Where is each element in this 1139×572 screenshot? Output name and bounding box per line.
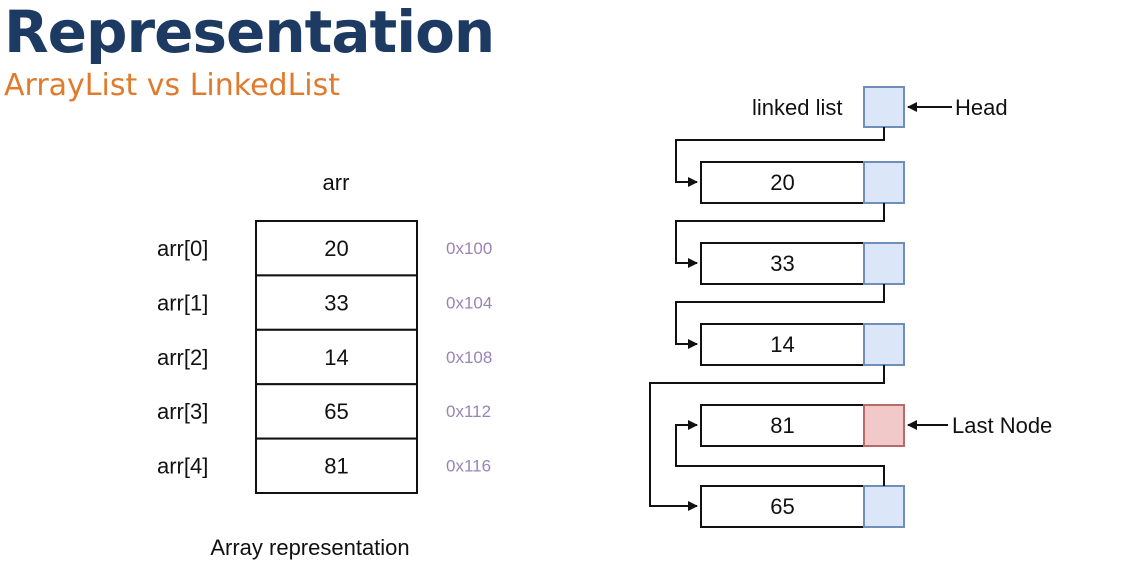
array-cell-address: 0x112	[446, 402, 491, 421]
array-cell-address: 0x100	[446, 239, 492, 258]
array-cell-value: 14	[324, 345, 348, 370]
array-caption: Array representation	[210, 535, 409, 560]
node-link-arrow	[675, 284, 885, 349]
array-section: arr 20 arr[0] 0x100 33 arr[1] 0x104 14 arr[2] 0x…	[157, 170, 492, 560]
linked-list-node: 33	[700, 242, 905, 285]
node-next-pointer-box	[863, 242, 905, 285]
linked-list-links	[649, 127, 885, 511]
array-index-label: arr[4]	[157, 454, 208, 479]
page-title: Representation	[4, 0, 495, 66]
array-cell-address: 0x108	[446, 348, 492, 367]
last-node-label: Last Node	[952, 413, 1052, 438]
array-cell-value: 65	[324, 399, 348, 424]
node-next-pointer-box	[863, 161, 905, 204]
array-cells: 20 arr[0] 0x100 33 arr[1] 0x104 14 arr[2] 0x108 6…	[157, 220, 492, 495]
head-label: Head	[955, 95, 1008, 120]
node-value: 81	[770, 413, 794, 438]
array-index-label: arr[3]	[157, 399, 208, 424]
array-index-label: arr[0]	[157, 236, 208, 261]
linked-list-node: 65	[700, 485, 905, 528]
array-cell-box	[255, 437, 418, 495]
array-name: arr	[323, 170, 350, 195]
linked-list-node: 20	[700, 161, 905, 204]
node-next-pointer-box	[863, 323, 905, 366]
linked-list-nodes: 20 33 14 81 65	[700, 161, 905, 528]
node-value: 65	[770, 494, 794, 519]
node-data-box	[700, 161, 865, 204]
array-cell-value: 81	[324, 454, 348, 479]
linked-list-label: linked list	[752, 95, 842, 120]
array-index-label: arr[1]	[157, 290, 208, 315]
node-link-arrow	[675, 127, 885, 187]
node-link-arrow	[675, 203, 885, 268]
array-cell-box	[255, 274, 418, 331]
node-link-arrow	[649, 365, 885, 511]
array-cell-box	[255, 328, 418, 386]
array-cell: 33 arr[1] 0x104	[157, 274, 492, 331]
array-cell: 20 arr[0] 0x100	[157, 220, 492, 277]
head-pointer-box	[863, 86, 905, 128]
linked-list-section: linked list Head 20 33 14 81 65 Last Node	[649, 86, 1052, 528]
array-cell-value: 20	[324, 236, 348, 261]
node-value: 20	[770, 170, 794, 195]
node-null-pointer-box	[863, 404, 905, 447]
node-next-pointer-box	[863, 485, 905, 528]
linked-list-node: 14	[700, 323, 905, 366]
node-value: 33	[770, 251, 794, 276]
array-cell: 14 arr[2] 0x108	[157, 328, 492, 386]
array-cell-address: 0x104	[446, 293, 492, 312]
node-data-box	[700, 404, 865, 447]
array-cell: 65 arr[3] 0x112	[157, 383, 491, 440]
linked-list-node: 81	[700, 404, 905, 447]
array-index-label: arr[2]	[157, 345, 208, 370]
page-subtitle: ArrayList vs LinkedList	[4, 68, 341, 103]
node-value: 14	[770, 332, 794, 357]
node-link-arrow	[675, 420, 885, 486]
array-cell-value: 33	[324, 290, 348, 315]
array-cell-address: 0x116	[446, 457, 491, 476]
array-cell: 81 arr[4] 0x116	[157, 437, 491, 495]
